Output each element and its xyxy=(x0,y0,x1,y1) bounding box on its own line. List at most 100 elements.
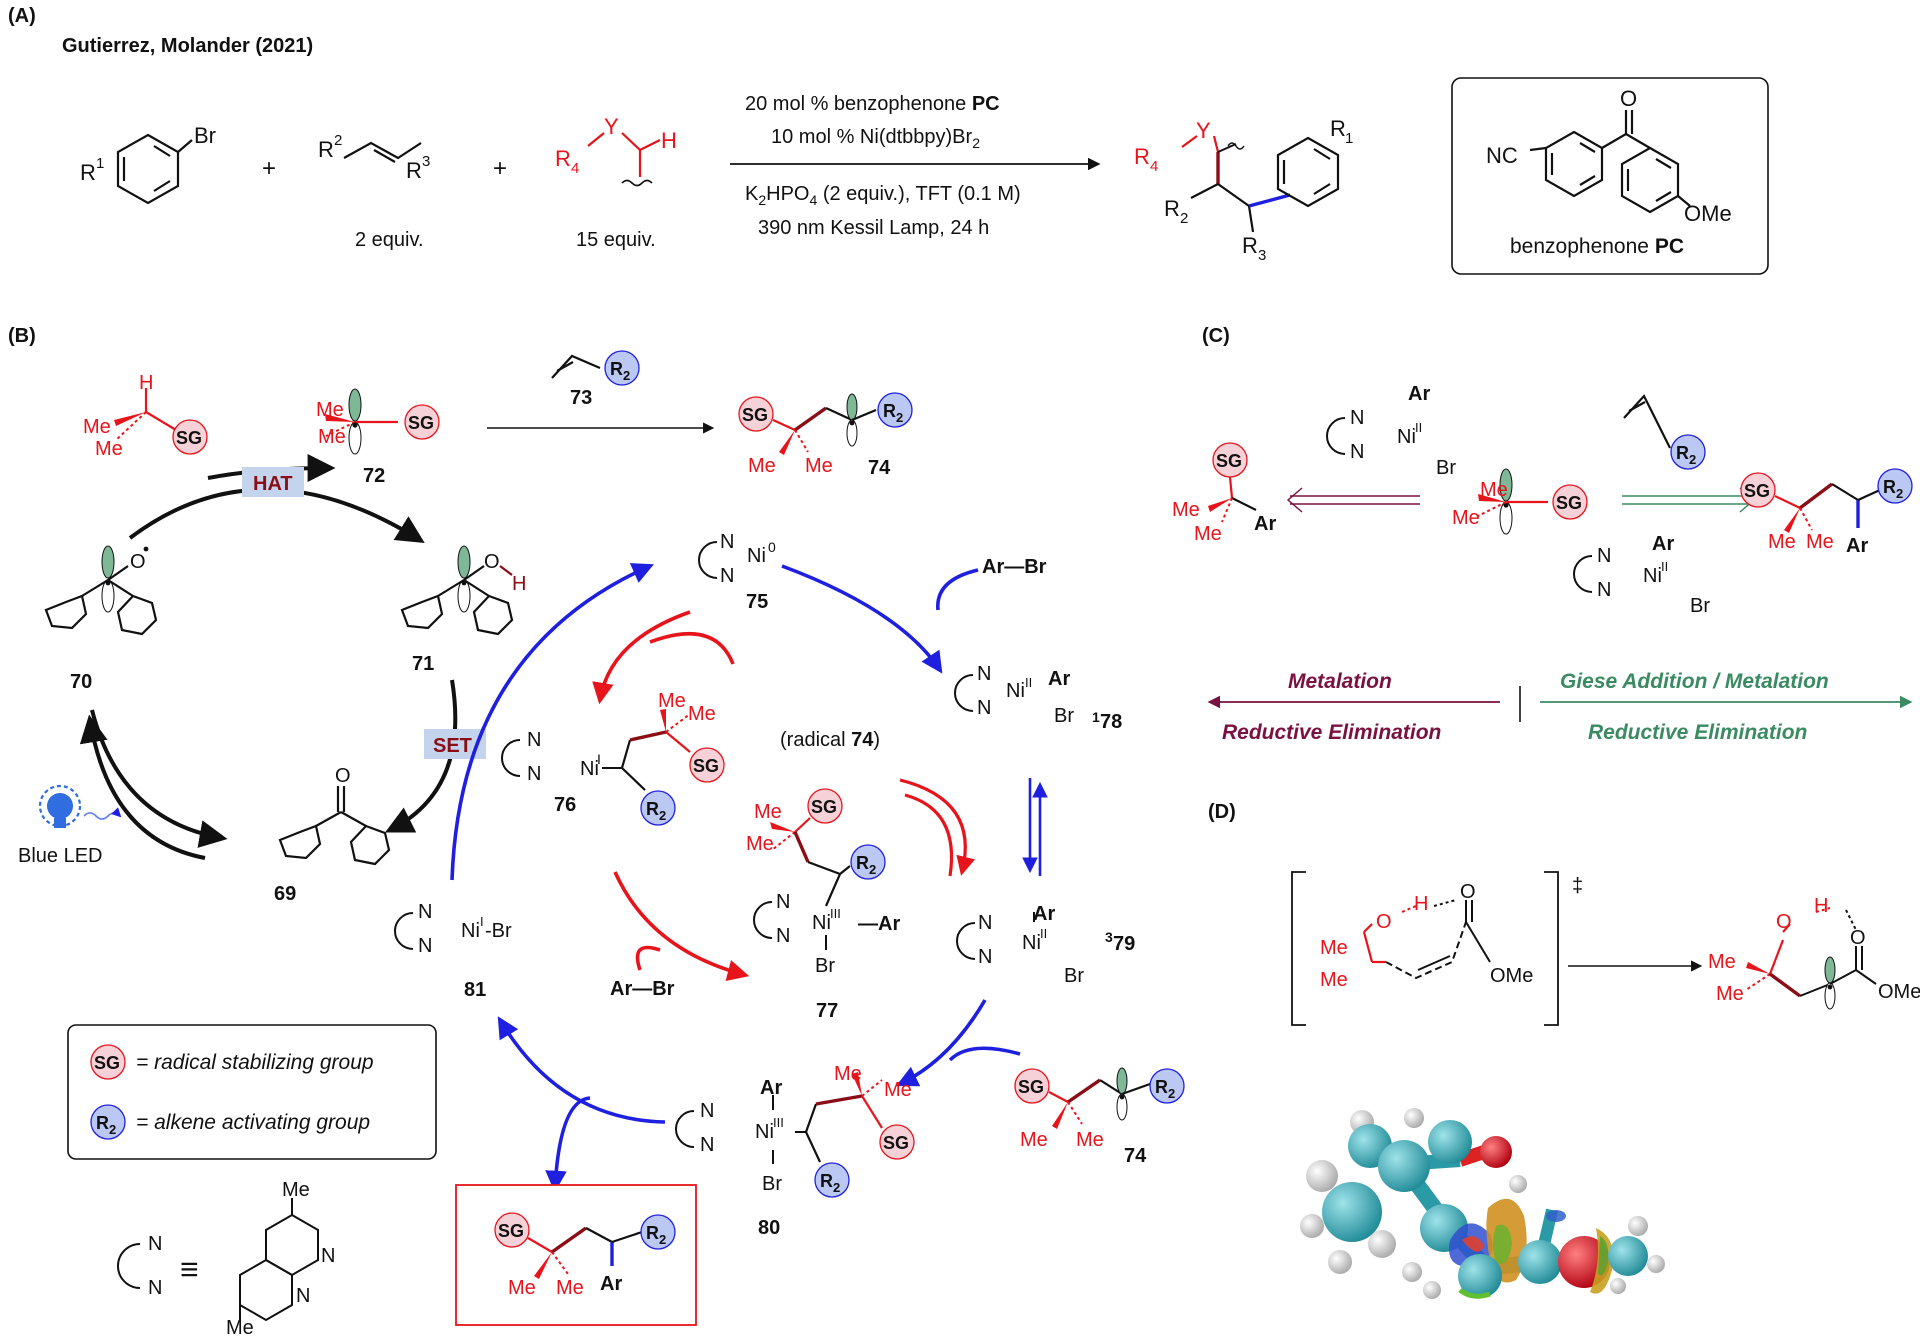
n79-n1: N xyxy=(978,912,992,934)
lig-equiv: ≡ xyxy=(180,1251,199,1287)
red-radical-in xyxy=(649,632,735,665)
ts-bracket-right xyxy=(1544,871,1559,1026)
pc-caption: benzophenone PC xyxy=(1510,235,1684,258)
cond-line2: 10 mol % Ni(dtbbpy)Br2 xyxy=(771,126,980,151)
n77-ox: III xyxy=(830,906,841,921)
n77-n2: N xyxy=(776,925,790,947)
cond-line3: K2HPO4 (2 equiv.), TFT (0.1 M) xyxy=(745,183,1021,208)
arbr-mid: Ar—Br xyxy=(610,978,675,1000)
radical-72 xyxy=(325,388,440,455)
cd-br: Br xyxy=(1690,595,1710,617)
alkene-r2-sup: 2 xyxy=(334,132,342,149)
arrow-70-to-69 xyxy=(90,709,228,848)
hat-donor xyxy=(587,132,661,177)
blue-led-label: Blue LED xyxy=(18,845,103,867)
n81-ox: I xyxy=(480,914,484,929)
molecular-render xyxy=(1300,1108,1665,1299)
red-arc-75-to-76 xyxy=(592,610,691,705)
transition-state xyxy=(1362,899,1491,980)
r74t-r-sub: 2 xyxy=(896,410,903,425)
panel-c: (C) SG Me Me Ar Ar N N Ni II Br xyxy=(1172,325,1913,744)
ni3-80 xyxy=(675,1072,915,1198)
panel-c-label: (C) xyxy=(1202,325,1230,347)
n77-n1: N xyxy=(776,891,790,913)
dp-o-carbonyl: O xyxy=(1850,927,1866,949)
n80-ox: III xyxy=(773,1115,784,1130)
n79-sup: 3 xyxy=(1105,929,1113,945)
n77-r: R xyxy=(856,853,869,873)
set-label: SET xyxy=(433,735,472,757)
n80-r: R xyxy=(820,1171,833,1191)
label-re-right: Reductive Elimination xyxy=(1588,721,1807,744)
arbr-top: Ar—Br xyxy=(982,556,1047,578)
r74t-me-2: Me xyxy=(805,455,833,477)
n77-me-1: Me xyxy=(754,801,782,823)
ni1-76 xyxy=(501,709,725,826)
r74b-me-1: Me xyxy=(1020,1129,1048,1151)
cu-ni: Ni xyxy=(1397,426,1416,448)
legend-r2-icon xyxy=(90,1104,126,1140)
product-r2: R xyxy=(1164,196,1180,221)
d-product-radical xyxy=(1745,907,1877,1010)
n77-br: Br xyxy=(815,955,835,977)
ni0-75 xyxy=(698,541,718,579)
ni2-78 xyxy=(954,674,974,712)
blue-arbr-in xyxy=(936,568,979,611)
n76-n1: N xyxy=(527,729,541,751)
n76-me-1: Me xyxy=(658,690,686,712)
cond-line1: 20 mol % benzophenone PC xyxy=(745,93,1000,115)
lig-n-top: N xyxy=(321,1245,335,1267)
cu-br: Br xyxy=(1436,457,1456,479)
aryl-br: Br xyxy=(194,123,216,148)
n79-ni: Ni xyxy=(1022,932,1041,954)
aryl-r-sup: 1 xyxy=(96,155,104,172)
label-78: 78 xyxy=(1100,711,1122,733)
cond-line4: 390 nm Kessil Lamp, 24 h xyxy=(758,217,989,239)
donor-equiv: 15 equiv. xyxy=(576,229,656,251)
hat-box xyxy=(242,467,304,497)
n79-ox: II xyxy=(1040,926,1047,941)
n78-ni: Ni xyxy=(1006,680,1025,702)
citation: Gutierrez, Molander (2021) xyxy=(62,35,313,57)
n78-sup: 1 xyxy=(1092,709,1100,725)
panel-d: (D) ‡ Me Me O H O OMe xyxy=(1208,801,1920,1299)
n80-sg: SG xyxy=(883,1133,909,1153)
a73-r: R xyxy=(610,359,623,379)
label-71: 71 xyxy=(412,653,434,675)
n77-ni: Ni xyxy=(812,912,831,934)
label-80: 80 xyxy=(758,1217,780,1239)
cr-me-2: Me xyxy=(1806,531,1834,553)
n75-n1: N xyxy=(720,531,734,553)
ts-dagger: ‡ xyxy=(1572,875,1583,897)
n77-me-2: Me xyxy=(746,833,774,855)
product-r4-sub: 4 xyxy=(1150,158,1158,175)
cr-ar: Ar xyxy=(1846,535,1868,557)
radical-74-bottom xyxy=(1014,1067,1185,1129)
benzophenone-69 xyxy=(278,786,391,866)
plus-2: + xyxy=(493,155,507,182)
n80-n2: N xyxy=(700,1134,714,1156)
cr-sg: SG xyxy=(1744,481,1770,501)
n81-n1: N xyxy=(418,901,432,923)
pb-me-1: Me xyxy=(508,1277,536,1299)
cd-n1: N xyxy=(1597,545,1611,567)
n76-r: R xyxy=(646,799,659,819)
alkene xyxy=(343,141,422,163)
n80-br: Br xyxy=(762,1173,782,1195)
hat-h: H xyxy=(139,372,153,394)
k70-o: O xyxy=(130,551,146,573)
blue-arc-80-to-81 xyxy=(497,1016,666,1124)
n81-ni: Ni xyxy=(461,920,480,942)
pc-structure xyxy=(1529,110,1691,214)
pb-sg: SG xyxy=(498,1221,524,1241)
legend-r: R xyxy=(96,1113,109,1133)
label-77: 77 xyxy=(816,1000,838,1022)
red-arc-79-to-77 xyxy=(904,793,954,877)
label-73: 73 xyxy=(570,387,592,409)
r74t-me-1: Me xyxy=(748,455,776,477)
cc-me-1: Me xyxy=(1480,479,1508,501)
label-re-left: Reductive Elimination xyxy=(1222,721,1441,744)
label-75: 75 xyxy=(746,591,768,613)
ts-bracket-left xyxy=(1291,871,1306,1026)
